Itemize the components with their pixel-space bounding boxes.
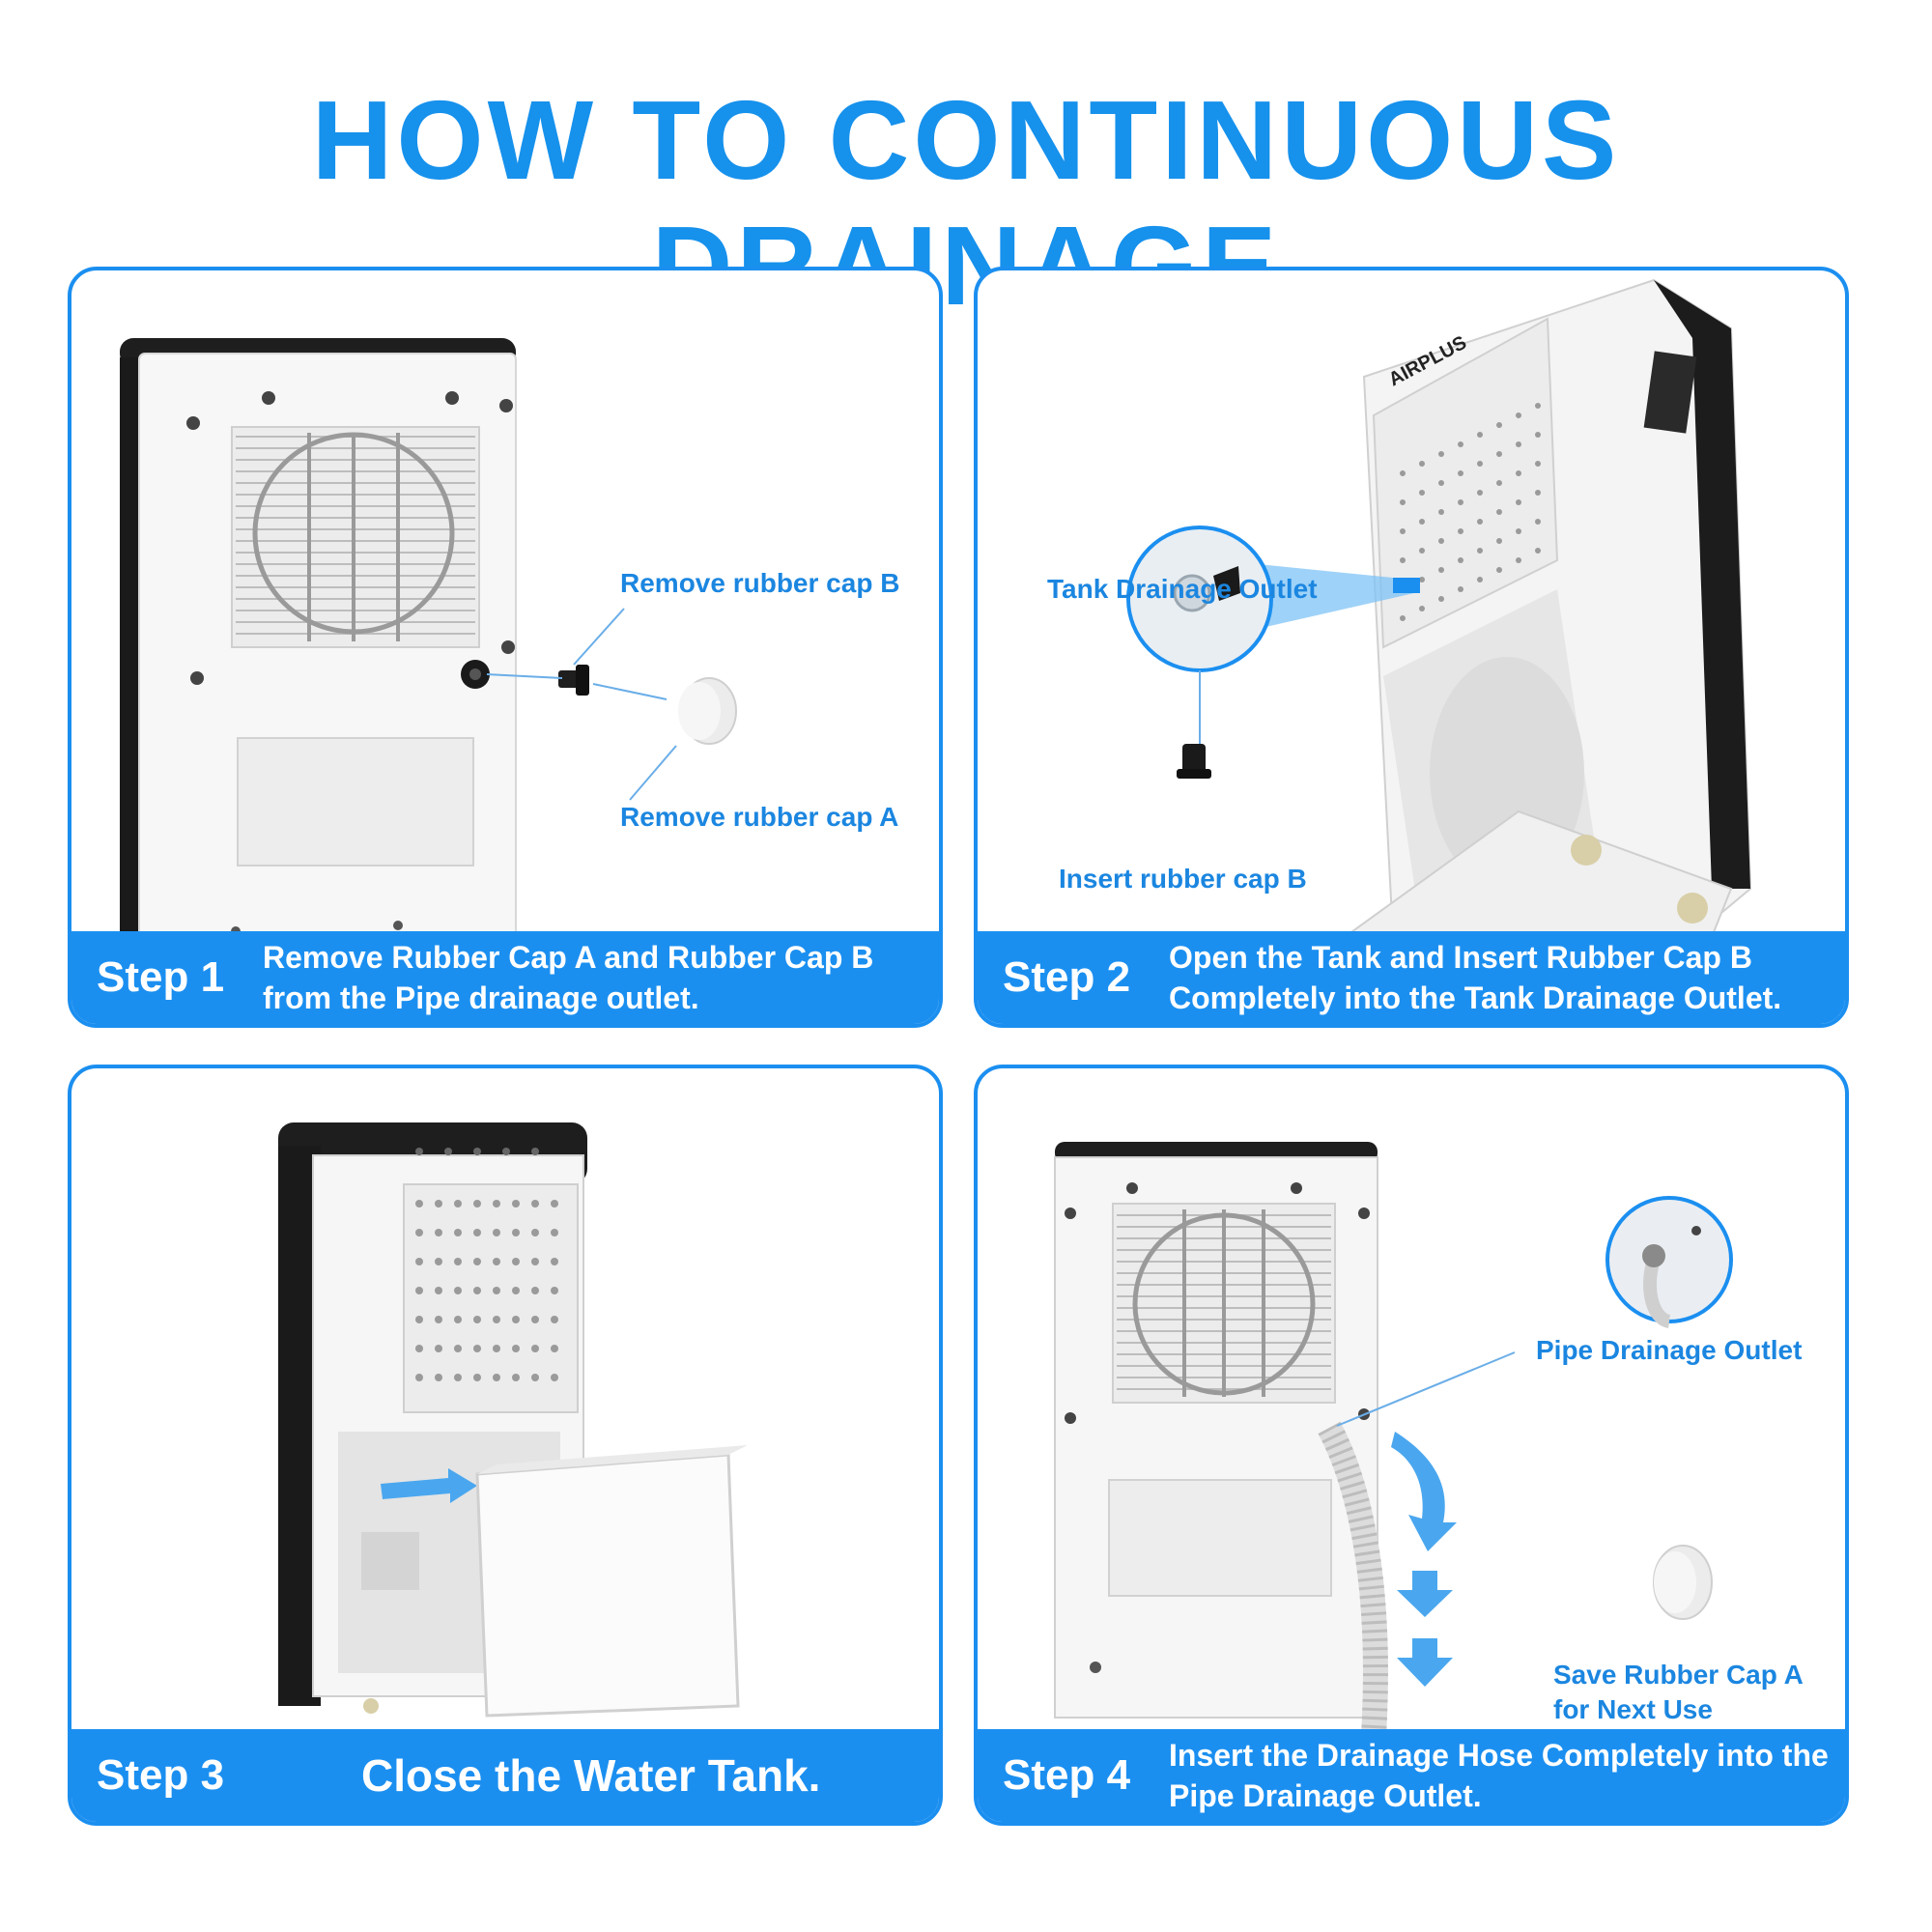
step-3-illustration — [278, 1122, 748, 1718]
step-1-panel: Remove rubber cap B Remove rubber cap A … — [68, 267, 943, 1028]
step-1-illustration — [120, 338, 737, 937]
step-4-bar: Step 4 Insert the Drainage Hose Complete… — [978, 1729, 1845, 1822]
callout-insert-cap-b: Insert rubber cap B — [1059, 864, 1307, 894]
step-2-bar: Step 2 Open the Tank and Insert Rubber C… — [978, 931, 1845, 1024]
step-3-panel: Step 3 Close the Water Tank. — [68, 1065, 943, 1826]
callout-save-cap-a: Save Rubber Cap A for Next Use — [1553, 1660, 1803, 1724]
step-1-text: Remove Rubber Cap A and Rubber Cap B fro… — [263, 940, 874, 1015]
step-2-illustration: AIRPLUS — [1126, 278, 1752, 937]
step-1-label: Step 1 — [97, 953, 225, 1001]
step-3-text: Close the Water Tank. — [361, 1750, 821, 1801]
callout-tank-drainage-outlet: Tank Drainage Outlet — [1047, 574, 1318, 604]
step-2-text: Open the Tank and Insert Rubber Cap B Co… — [1169, 940, 1782, 1015]
step-4-illustration — [1054, 1142, 1733, 1735]
step-1-bar: Step 1 Remove Rubber Cap A and Rubber Ca… — [71, 931, 939, 1024]
step-3-label: Step 3 — [97, 1751, 225, 1799]
step-4-panel: Pipe Drainage Outlet Save Rubber Cap A f… — [974, 1065, 1849, 1826]
page-title: HOW TO CONTINUOUS DRAINAGE — [311, 77, 1621, 328]
step-4-text: Insert the Drainage Hose Completely into… — [1169, 1738, 1829, 1813]
step-4-label: Step 4 — [1003, 1751, 1131, 1799]
step-2-label: Step 2 — [1003, 953, 1131, 1001]
step-2-panel: AIRPLUS Tank Drainage Outlet Insert rubb… — [974, 267, 1849, 1028]
step-3-bar: Step 3 Close the Water Tank. — [71, 1729, 939, 1822]
callout-remove-cap-a: Remove rubber cap A — [620, 802, 899, 832]
callout-pipe-drainage-outlet: Pipe Drainage Outlet — [1536, 1335, 1803, 1365]
callout-remove-cap-b: Remove rubber cap B — [620, 568, 900, 598]
